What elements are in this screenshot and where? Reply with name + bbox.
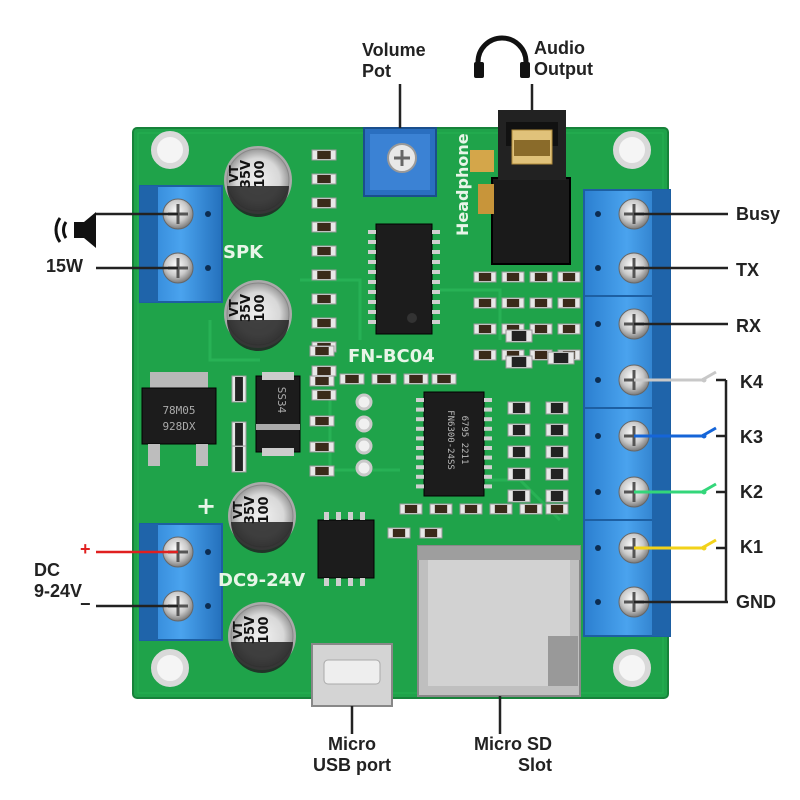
rx-label: RX bbox=[736, 316, 762, 336]
io-terminal-block bbox=[583, 189, 671, 637]
svg-text:100: 100 bbox=[257, 616, 272, 643]
mounting-holes bbox=[151, 131, 651, 687]
tx-label: TX bbox=[736, 260, 760, 280]
dc-terminal bbox=[139, 523, 223, 641]
volume-pot bbox=[363, 127, 437, 197]
k4-label: K4 bbox=[740, 372, 764, 392]
k2-label: K2 bbox=[740, 482, 764, 502]
busy-label: Busy bbox=[736, 204, 781, 224]
svg-text:35V: 35V bbox=[243, 496, 258, 524]
board-name: FN-BC04 bbox=[348, 346, 435, 367]
gnd-label: GND bbox=[736, 592, 776, 612]
regulator-label-1: 78M05 bbox=[162, 404, 195, 417]
dc-minus-label: − bbox=[80, 594, 91, 614]
diode-label: SS34 bbox=[275, 387, 288, 414]
dc-silkscreen: DC9-24V bbox=[218, 570, 305, 591]
headphone-silkscreen: Headphone bbox=[453, 133, 472, 236]
plus-silkscreen: + bbox=[196, 492, 216, 520]
k3-label: K3 bbox=[740, 427, 764, 447]
k1-label: K1 bbox=[740, 537, 764, 557]
svg-text:VT: VT bbox=[231, 620, 245, 638]
svg-text:VT: VT bbox=[227, 298, 241, 316]
svg-text:100: 100 bbox=[253, 160, 268, 187]
svg-text:VT: VT bbox=[231, 500, 245, 518]
voltage-regulator: 78M05 928DX bbox=[141, 372, 217, 466]
schottky-diode: SS34 bbox=[255, 372, 301, 456]
speaker-terminal bbox=[139, 185, 223, 303]
headphone-jack bbox=[470, 110, 571, 265]
svg-text:100: 100 bbox=[257, 496, 272, 523]
player-chip: FN6300-24SS 6795 2211 bbox=[416, 391, 492, 497]
speaker-power-label: 15W bbox=[46, 256, 84, 276]
amplifier-chip bbox=[368, 223, 440, 335]
speaker-icon bbox=[54, 212, 96, 248]
smd-components bbox=[231, 149, 581, 539]
svg-text:VT: VT bbox=[227, 164, 241, 182]
regulator-label-2: 928DX bbox=[162, 420, 195, 433]
svg-text:100: 100 bbox=[253, 294, 268, 321]
svg-text:35V: 35V bbox=[239, 294, 254, 322]
chip-label-2: 6795 2211 bbox=[459, 416, 469, 465]
flash-chip bbox=[317, 512, 375, 586]
spk-silkscreen: SPK bbox=[223, 242, 264, 263]
dc-plus-label: + bbox=[80, 539, 91, 559]
chip-label-1: FN6300-24SS bbox=[445, 410, 455, 470]
svg-text:35V: 35V bbox=[239, 160, 254, 188]
micro-sd-slot bbox=[417, 545, 581, 697]
svg-text:35V: 35V bbox=[243, 616, 258, 644]
micro-usb-port bbox=[311, 643, 393, 707]
test-pads bbox=[355, 393, 373, 477]
headphones-icon bbox=[474, 35, 530, 78]
